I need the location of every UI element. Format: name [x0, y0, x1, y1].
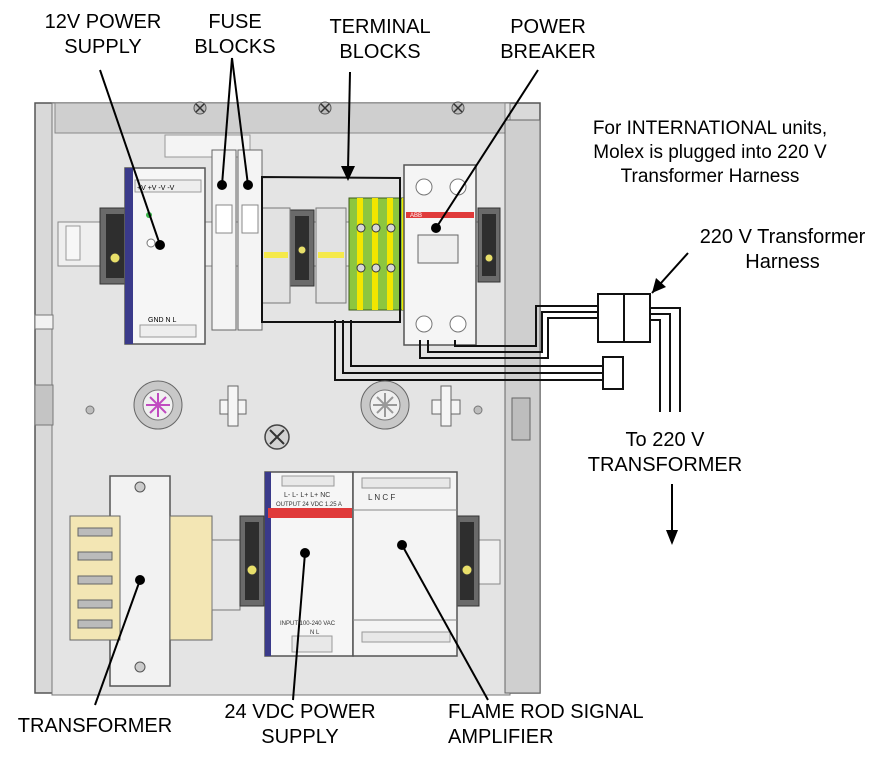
label-transformer: TRANSFORMER — [17, 715, 173, 737]
grommet-icon — [133, 380, 183, 430]
left-hinge — [34, 384, 54, 426]
callout-dot — [135, 575, 145, 585]
label-to-220v-transformer: To 220 V TRANSFORMER — [587, 429, 743, 476]
callout-dot — [217, 180, 227, 190]
callout-leaders — [94, 57, 689, 706]
callout-dot — [300, 548, 310, 558]
wiring — [334, 305, 681, 412]
label-transformer-harness: 220 V Transformer Harness — [699, 226, 866, 273]
label-12v-power-supply: 12V POWER SUPPLY — [44, 11, 162, 58]
psu24-output-label: OUTPUT 24 VDC 1.25 A — [276, 502, 342, 508]
molex-connector — [602, 356, 624, 390]
end-clamp — [477, 207, 501, 283]
leader-arrowhead — [341, 166, 355, 181]
label-fuse-blocks: FUSE BLOCKS — [194, 11, 276, 58]
power-supply-12v — [124, 167, 206, 345]
grommet-icon — [360, 380, 410, 430]
breaker-brand: ABB — [410, 213, 422, 219]
psu12-terminal-labels-top: +V +V -V -V — [137, 185, 175, 192]
callout-dot — [155, 240, 165, 250]
end-clamp — [454, 515, 480, 607]
psu24-input-terminals: N L — [310, 630, 320, 636]
flame-rod-amplifier — [352, 471, 458, 657]
label-power-breaker: POWER BREAKER — [500, 16, 596, 63]
enclosure-label-plate — [164, 134, 251, 158]
enclosure-top-flange — [54, 102, 506, 134]
leader-arrowhead — [652, 278, 666, 293]
label-24vdc-power-supply: 24 VDC POWER SUPPLY — [224, 701, 376, 748]
harness-connector — [597, 293, 625, 343]
power-supply-24v — [264, 471, 354, 657]
fuse-block — [211, 149, 237, 331]
wire-clip — [431, 385, 461, 427]
label-flame-rod-amplifier: FLAME ROD SIGNAL AMPLIFIER — [448, 701, 644, 748]
terminal-block-grey — [315, 207, 347, 304]
screw-icon — [193, 101, 207, 115]
fuse-block — [237, 149, 263, 331]
psu24-terminal-labels: L- L- L+ L+ NC — [284, 492, 330, 499]
screw-icon — [318, 101, 332, 115]
callout-dot — [431, 223, 441, 233]
down-arrow-icon — [666, 530, 678, 545]
flame-terminal-labels: L N C F — [368, 493, 395, 502]
power-breaker — [403, 164, 477, 346]
mounting-hole — [85, 405, 95, 415]
wiring-bracket — [261, 175, 401, 323]
terminal-block-green-yellow — [348, 197, 412, 311]
psu12-terminal-labels-bottom: GND N L — [148, 317, 177, 324]
left-latch — [34, 314, 54, 330]
terminal-block-grey — [261, 207, 291, 304]
right-latch — [511, 397, 531, 441]
end-clamp — [289, 209, 315, 287]
screw-icon — [451, 101, 465, 115]
label-terminal-blocks: TERMINAL BLOCKS — [329, 16, 431, 63]
transformer — [69, 475, 241, 687]
end-clamp — [239, 515, 265, 607]
screw-icon — [264, 424, 290, 450]
label-international-note: For INTERNATIONAL units, Molex is plugge… — [592, 118, 828, 187]
callout-dot — [243, 180, 253, 190]
callout-dot — [397, 540, 407, 550]
harness-connector — [623, 293, 651, 343]
wire-clip — [219, 385, 247, 427]
psu24-input-label: INPUT 100-240 VAC — [280, 621, 336, 627]
mounting-hole — [473, 405, 483, 415]
